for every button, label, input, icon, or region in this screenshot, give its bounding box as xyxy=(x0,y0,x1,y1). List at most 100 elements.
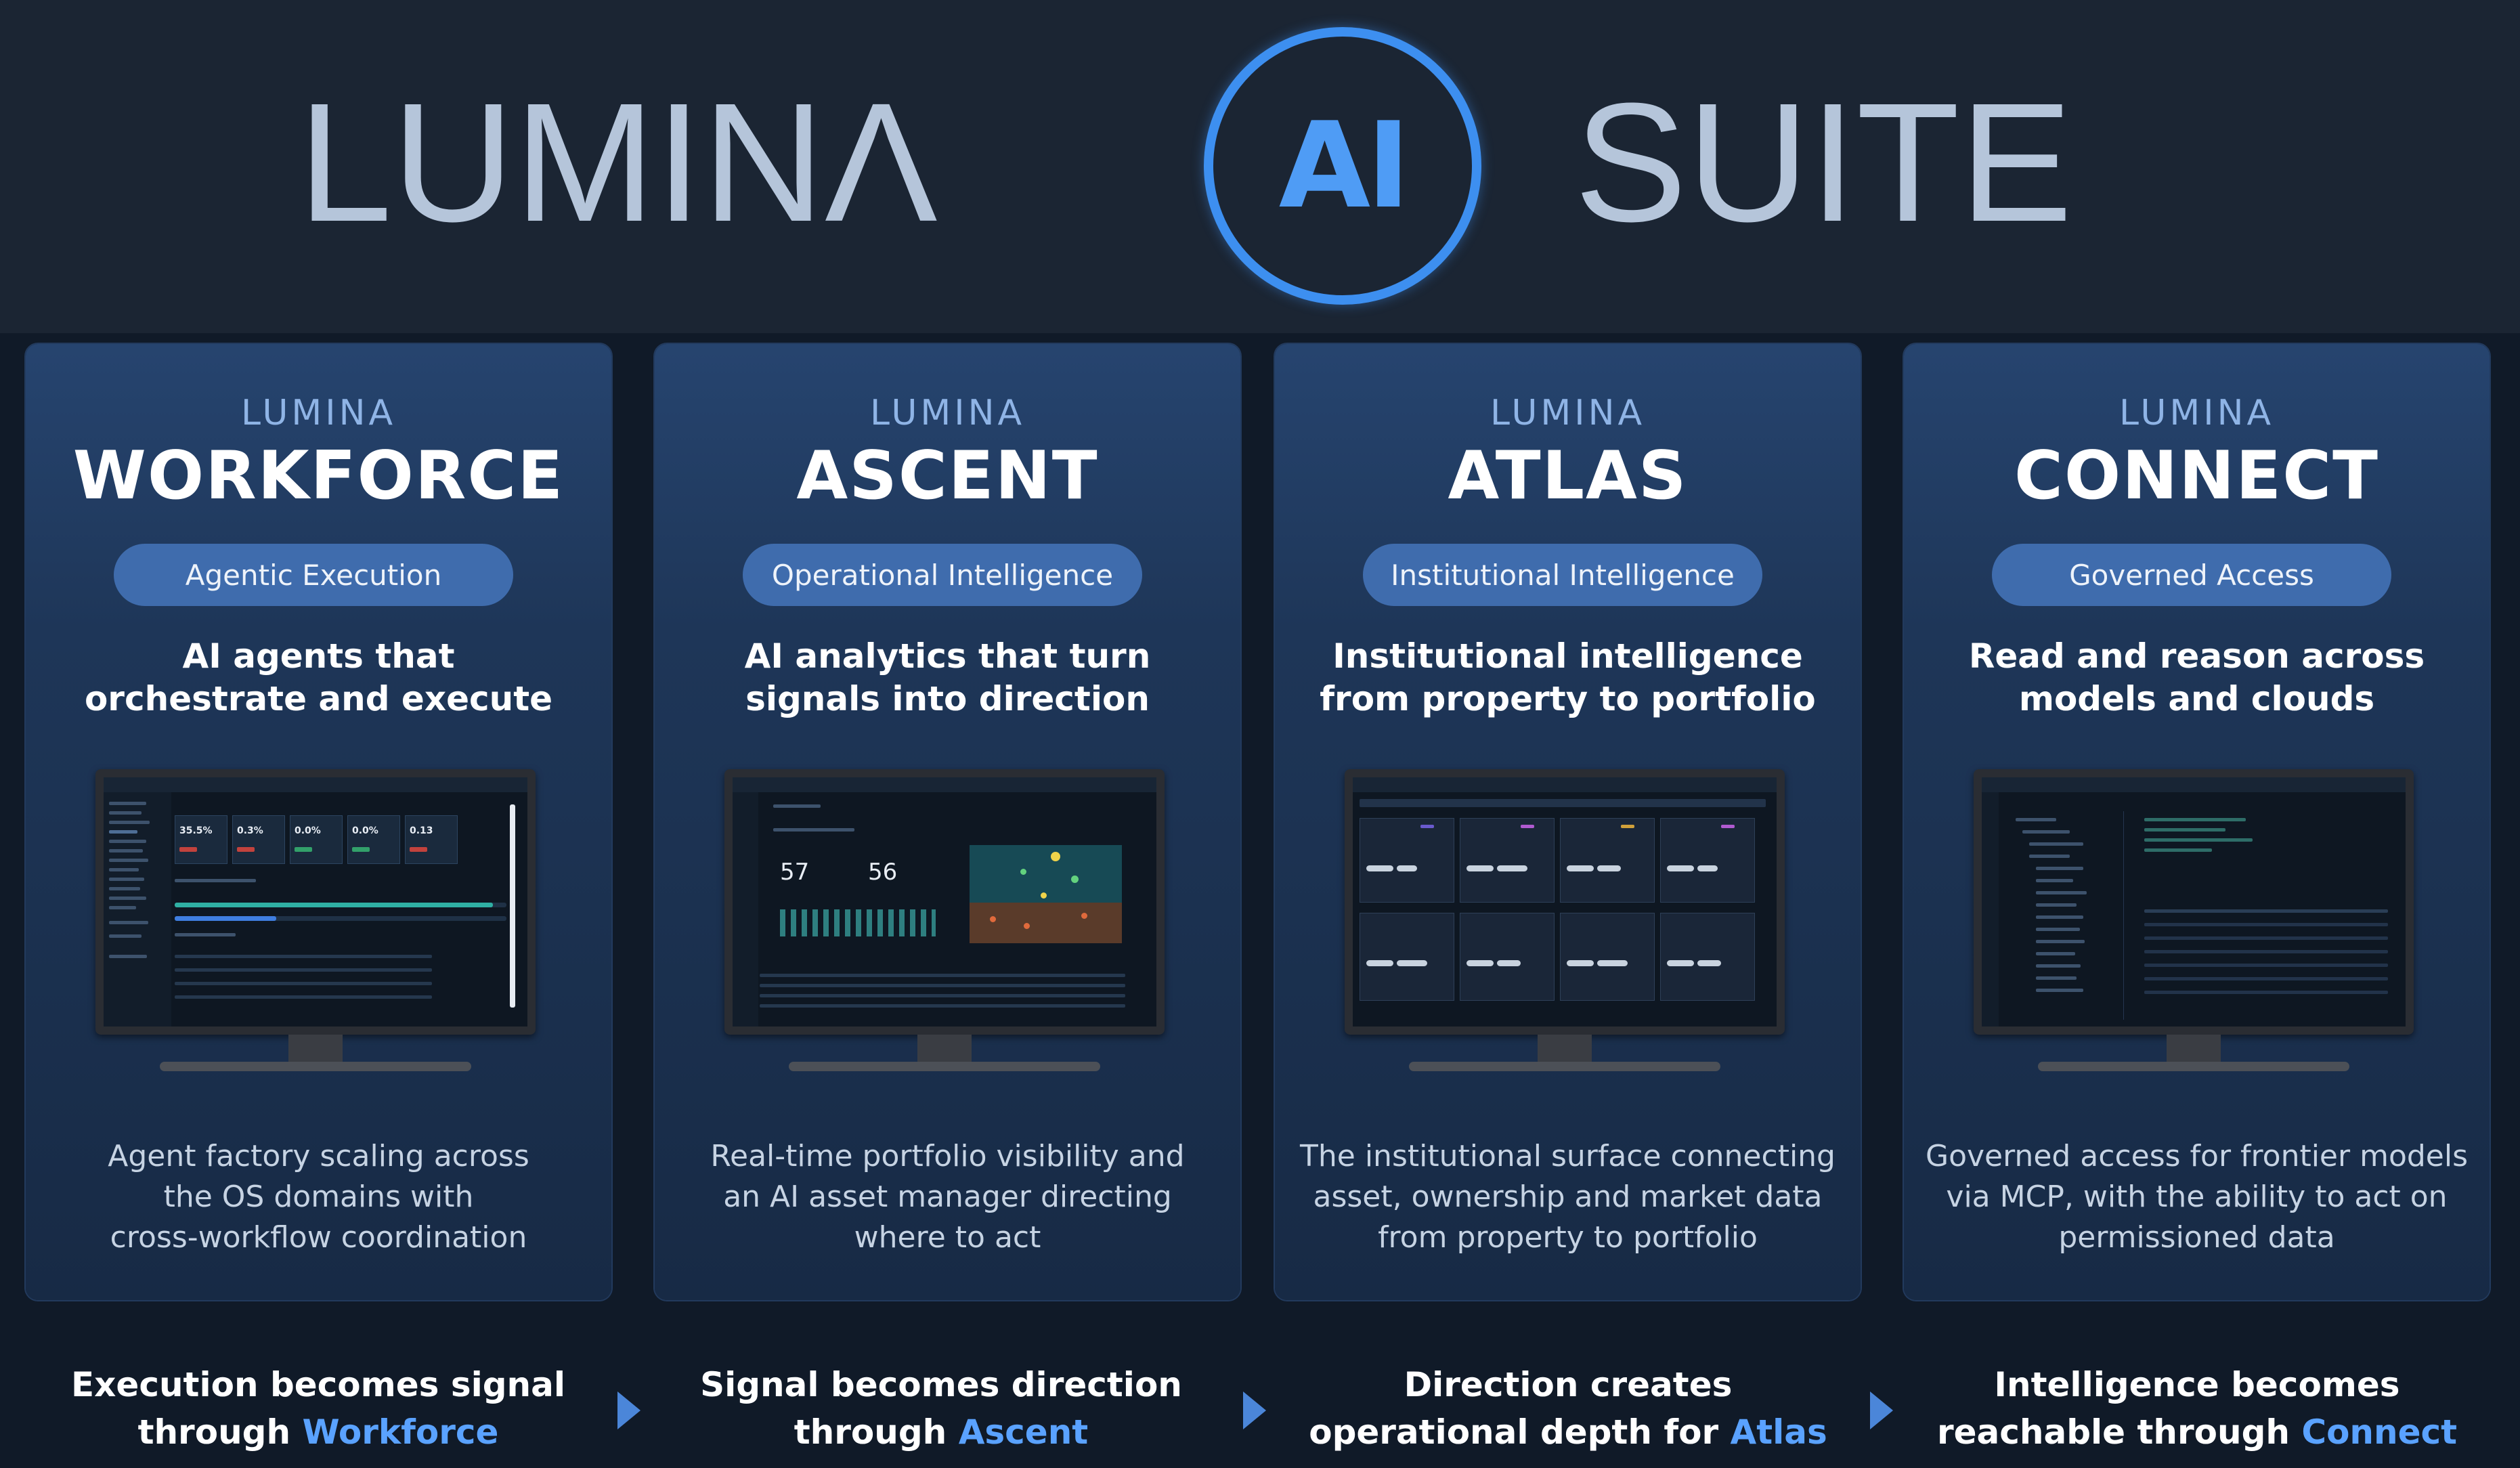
product-card-workforce: LUMINA WORKFORCE Agentic Execution AI ag… xyxy=(26,344,611,1300)
monitor-stand xyxy=(160,1062,471,1071)
monitor-stand xyxy=(2038,1062,2349,1071)
screen-topbar xyxy=(733,777,1156,792)
flow-line: through Ascent xyxy=(664,1408,1219,1456)
flow-step-ascent: Signal becomes direction through Ascent xyxy=(664,1361,1219,1456)
card-tagline-line: AI agents that xyxy=(182,636,455,676)
flow-prefix: operational depth for xyxy=(1309,1412,1731,1452)
flow-prefix: through xyxy=(794,1412,959,1452)
card-tagline-line: from property to portfolio xyxy=(1320,679,1816,718)
screen-topbar xyxy=(1353,777,1777,792)
flow-line: Execution becomes signal xyxy=(71,1365,565,1404)
card-tagline: AI agents that orchestrate and execute xyxy=(39,635,598,720)
card-description-line: The institutional surface connecting xyxy=(1300,1139,1835,1173)
card-category-pill: Institutional Intelligence xyxy=(1363,544,1762,606)
product-card-connect: LUMINA CONNECT Governed Access Read and … xyxy=(1904,344,2490,1300)
card-brand: LUMINA xyxy=(869,393,1026,433)
card-brand: LUMINA xyxy=(1490,393,1646,433)
card-tagline-line: Read and reason across xyxy=(1968,636,2425,676)
screen-sidebar xyxy=(104,792,172,1027)
monitor-screen: 35.5% 0.3% 0.0% 0.0% 0.13 xyxy=(104,777,527,1027)
monitor-stand xyxy=(1409,1062,1720,1071)
card-description: The institutional surface connecting ass… xyxy=(1295,1136,1840,1258)
monitor-screenshot xyxy=(1974,769,2414,1071)
card-category-pill: Operational Intelligence xyxy=(743,544,1142,606)
card-description-line: cross-workflow coordination xyxy=(110,1220,527,1255)
card-tagline-line: AI analytics that turn xyxy=(744,636,1151,676)
monitor-screenshot: 35.5% 0.3% 0.0% 0.0% 0.13 xyxy=(95,769,536,1071)
flow-highlight: Ascent xyxy=(958,1412,1089,1452)
product-card-atlas: LUMINA ATLAS Institutional Intelligence … xyxy=(1275,344,1861,1300)
wordmark-suite: SUITE xyxy=(1574,68,2073,257)
screen-topbar xyxy=(1982,777,2406,792)
card-description: Agent factory scaling across the OS doma… xyxy=(46,1136,591,1258)
card-tagline: AI analytics that turn signals into dire… xyxy=(668,635,1227,720)
card-product-name: ASCENT xyxy=(796,437,1099,515)
flow-step-atlas: Direction creates operational depth for … xyxy=(1290,1361,1846,1456)
card-description-line: where to act xyxy=(854,1220,1041,1255)
monitor-screen xyxy=(1982,777,2406,1027)
monitor-screenshot xyxy=(1345,769,1785,1071)
card-tagline-line: signals into direction xyxy=(745,679,1150,718)
ai-badge-text: AI xyxy=(1278,97,1411,235)
screen-tree xyxy=(2009,811,2124,1020)
card-description-line: permissioned data xyxy=(2058,1220,2335,1255)
card-category-pill: Governed Access xyxy=(1992,544,2391,606)
mini-bar-chart xyxy=(780,909,936,936)
monitor-neck xyxy=(2167,1035,2221,1063)
flow-line: through Workforce xyxy=(41,1408,596,1456)
flow-line: Signal becomes direction xyxy=(700,1365,1182,1404)
card-description: Governed access for frontier models via … xyxy=(1924,1136,2469,1258)
monitor-stand xyxy=(789,1062,1100,1071)
mini-scatter-bottom xyxy=(970,903,1122,943)
flow-highlight: Atlas xyxy=(1730,1412,1827,1452)
flow-prefix: through xyxy=(137,1412,303,1452)
monitor-bezel xyxy=(1974,769,2414,1035)
card-tagline: Read and reason across models and clouds xyxy=(1917,635,2476,720)
flow-step-connect: Intelligence becomes reachable through C… xyxy=(1919,1361,2475,1456)
card-brand: LUMINA xyxy=(240,393,397,433)
monitor-bezel: 35.5% 0.3% 0.0% 0.0% 0.13 xyxy=(95,769,536,1035)
card-description-line: via MCP, with the ability to act on xyxy=(1946,1180,2448,1214)
card-description-line: an AI asset manager directing xyxy=(723,1180,1172,1214)
flow-highlight: Workforce xyxy=(302,1412,499,1452)
monitor-neck xyxy=(1538,1035,1592,1063)
card-product-name: WORKFORCE xyxy=(72,437,565,515)
flow-arrow-icon xyxy=(1243,1391,1266,1429)
card-description-line: Real-time portfolio visibility and xyxy=(710,1139,1185,1173)
flow-prefix: reachable through xyxy=(1936,1412,2302,1452)
flow-line: Intelligence becomes xyxy=(1994,1365,2400,1404)
monitor-bezel: 57 56 xyxy=(724,769,1165,1035)
flow-arrow-icon xyxy=(617,1391,640,1429)
card-brand: LUMINA xyxy=(2119,393,2275,433)
monitor-screen xyxy=(1353,777,1777,1027)
card-description: Real-time portfolio visibility and an AI… xyxy=(675,1136,1220,1258)
monitor-screen: 57 56 xyxy=(733,777,1156,1027)
card-description-line: Agent factory scaling across xyxy=(108,1139,529,1173)
card-tagline: Institutional intelligence from property… xyxy=(1288,635,1847,720)
card-tagline-line: Institutional intelligence xyxy=(1332,636,1803,676)
card-description-line: the OS domains with xyxy=(163,1180,474,1214)
monitor-screenshot: 57 56 xyxy=(724,769,1165,1071)
card-category-pill: Agentic Execution xyxy=(114,544,513,606)
wordmark-lumina: LUMINΛ xyxy=(298,68,938,257)
card-tagline-line: models and clouds xyxy=(2018,679,2375,718)
flow-highlight: Connect xyxy=(2301,1412,2458,1452)
screen-sidebar xyxy=(733,792,758,1027)
flow-line: reachable through Connect xyxy=(1919,1408,2475,1456)
flow-line: operational depth for Atlas xyxy=(1290,1408,1846,1456)
card-description-line: from property to portfolio xyxy=(1378,1220,1758,1255)
card-tagline-line: orchestrate and execute xyxy=(84,679,553,718)
monitor-bezel xyxy=(1345,769,1785,1035)
header: LUMINΛ AI SUITE xyxy=(0,0,2520,333)
flow-arrow-icon xyxy=(1870,1391,1893,1429)
monitor-neck xyxy=(288,1035,343,1063)
flow-line: Direction creates xyxy=(1404,1365,1733,1404)
flow-step-workforce: Execution becomes signal through Workfor… xyxy=(41,1361,596,1456)
screen-sidebar xyxy=(1982,792,1999,1027)
card-description-line: Governed access for frontier models xyxy=(1925,1139,2469,1173)
monitor-neck xyxy=(917,1035,972,1063)
ai-badge-logo: AI xyxy=(1204,27,1481,305)
screen-topbar xyxy=(104,777,527,792)
card-product-name: CONNECT xyxy=(2014,437,2379,515)
card-product-name: ATLAS xyxy=(1448,437,1688,515)
